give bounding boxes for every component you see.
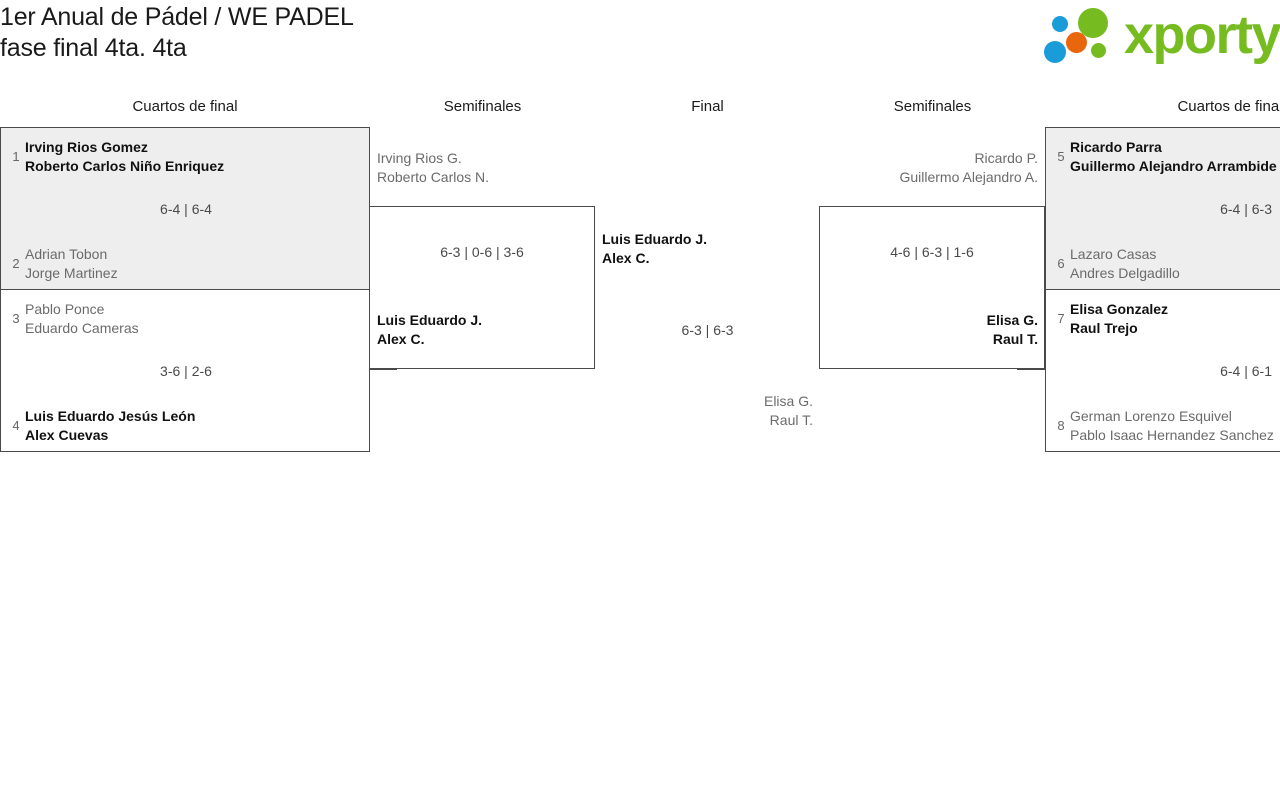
- team-names: Luis Eduardo Jesús León Alex Cuevas: [25, 407, 195, 445]
- match-quarterfinal-4[interactable]: 7 Elisa Gonzalez Raul Trejo 6-4 | 6-1 8 …: [1045, 289, 1280, 452]
- match-score: 3-6 | 2-6: [160, 363, 212, 379]
- round-header-quarterfinals-right: Cuartos de final: [1177, 98, 1280, 115]
- round-header-quarterfinals-left: Cuartos de final: [132, 98, 238, 115]
- player-name-2: Alex C.: [377, 331, 425, 347]
- match-score: 6-4 | 6-3: [1220, 201, 1272, 217]
- final-team-left[interactable]: Luis Eduardo J. Alex C.: [602, 230, 707, 268]
- player-name-1: German Lorenzo Esquivel: [1070, 408, 1232, 424]
- logo-dot-green-small: [1091, 43, 1106, 58]
- player-name-2: Guillermo Alejandro A.: [899, 169, 1038, 185]
- team-names: Ricardo Parra Guillermo Alejandro Arramb…: [1070, 138, 1277, 176]
- team-names: Adrian Tobon Jorge Martinez: [25, 245, 118, 283]
- player-name-2: Alex C.: [602, 250, 650, 266]
- team-slot-seed-6[interactable]: 6 Lazaro Casas Andres Delgadillo: [1052, 245, 1280, 283]
- seed-number: 8: [1057, 418, 1065, 433]
- match-score: 6-3 | 0-6 | 3-6: [440, 244, 524, 260]
- match-quarterfinal-1[interactable]: 1 Irving Rios Gomez Roberto Carlos Niño …: [0, 127, 370, 290]
- team-slot-seed-7[interactable]: 7 Elisa Gonzalez Raul Trejo: [1052, 300, 1280, 338]
- seed-number: 5: [1057, 149, 1065, 164]
- match-semifinal-right[interactable]: 4-6 | 6-3 | 1-6: [819, 206, 1045, 369]
- player-name-2: Raul T.: [769, 412, 813, 428]
- match-quarterfinal-3[interactable]: 5 Ricardo Parra Guillermo Alejandro Arra…: [1045, 127, 1280, 290]
- team-names: Elisa Gonzalez Raul Trejo: [1070, 300, 1168, 338]
- logo-dot-blue-large: [1044, 41, 1066, 63]
- player-name-2: Roberto Carlos Niño Enriquez: [25, 158, 225, 174]
- player-name-2: Jorge Martinez: [25, 265, 118, 281]
- player-name-1: Pablo Ponce: [25, 301, 105, 317]
- logo-dot-green-large: [1078, 8, 1108, 38]
- sf-left-team-top[interactable]: Irving Rios G. Roberto Carlos N.: [377, 149, 489, 187]
- connector-qf2-to-sf-left: [369, 369, 397, 370]
- player-name-2: Eduardo Cameras: [25, 320, 139, 336]
- team-names: German Lorenzo Esquivel Pablo Isaac Hern…: [1070, 407, 1274, 445]
- team-slot-seed-8[interactable]: 8 German Lorenzo Esquivel Pablo Isaac He…: [1052, 407, 1280, 445]
- seed-number: 4: [12, 418, 20, 433]
- final-team-right[interactable]: Elisa G. Raul T.: [595, 392, 813, 430]
- page-header: 1er Anual de Pádel / WE PADEL fase final…: [0, 0, 1280, 78]
- player-name-2: Raul T.: [992, 331, 1038, 347]
- seed-number: 1: [12, 149, 20, 164]
- player-name-1: Adrian Tobon: [25, 246, 108, 262]
- player-name-1: Elisa Gonzalez: [1070, 301, 1169, 317]
- round-header-final: Final: [691, 98, 724, 115]
- round-header-semifinals-right: Semifinales: [893, 98, 972, 115]
- connector-qf4-to-sf-right: [1017, 369, 1045, 370]
- player-name-2: Raul Trejo: [1070, 320, 1138, 336]
- player-name-1: Luis Eduardo Jesús León: [25, 408, 196, 424]
- player-name-1: Ricardo P.: [974, 150, 1038, 166]
- team-names: Pablo Ponce Eduardo Cameras: [25, 300, 139, 338]
- team-names: Irving Rios Gomez Roberto Carlos Niño En…: [25, 138, 224, 176]
- sf-left-team-bottom[interactable]: Luis Eduardo J. Alex C.: [377, 311, 482, 349]
- player-name-1: Luis Eduardo J.: [602, 231, 708, 247]
- logo-dot-orange: [1066, 32, 1087, 53]
- team-slot-seed-4[interactable]: 4 Luis Eduardo Jesús León Alex Cuevas: [7, 407, 365, 445]
- player-name-2: Pablo Isaac Hernandez Sanchez: [1070, 427, 1274, 443]
- team-names: Lazaro Casas Andres Delgadillo: [1070, 245, 1180, 283]
- sf-right-team-bottom[interactable]: Elisa G. Raul T.: [820, 311, 1038, 349]
- player-name-2: Andres Delgadillo: [1070, 265, 1180, 281]
- seed-number: 3: [12, 311, 20, 326]
- team-slot-seed-5[interactable]: 5 Ricardo Parra Guillermo Alejandro Arra…: [1052, 138, 1280, 176]
- player-name-1: Lazaro Casas: [1070, 246, 1157, 262]
- player-name-1: Ricardo Parra: [1070, 139, 1162, 155]
- team-slot-seed-2[interactable]: 2 Adrian Tobon Jorge Martinez: [7, 245, 365, 283]
- player-name-2: Alex Cuevas: [25, 427, 109, 443]
- team-slot-seed-3[interactable]: 3 Pablo Ponce Eduardo Cameras: [7, 300, 365, 338]
- logo-wordmark: xporty: [1124, 5, 1280, 65]
- page-title: 1er Anual de Pádel / WE PADEL fase final…: [0, 3, 354, 62]
- seed-number: 7: [1057, 311, 1065, 326]
- player-name-1: Luis Eduardo J.: [377, 312, 483, 328]
- xporty-logo[interactable]: xporty: [1040, 4, 1280, 70]
- final-score: 6-3 | 6-3: [681, 322, 734, 338]
- match-quarterfinal-2[interactable]: 3 Pablo Ponce Eduardo Cameras 3-6 | 2-6 …: [0, 289, 370, 452]
- logo-dot-blue-small: [1052, 16, 1068, 32]
- player-name-2: Roberto Carlos N.: [377, 169, 490, 185]
- match-score: 6-4 | 6-4: [160, 201, 212, 217]
- player-name-1: Elisa G.: [763, 393, 813, 409]
- player-name-1: Irving Rios G.: [377, 150, 462, 166]
- match-semifinal-left[interactable]: 6-3 | 0-6 | 3-6: [369, 206, 595, 369]
- team-slot-seed-1[interactable]: 1 Irving Rios Gomez Roberto Carlos Niño …: [7, 138, 365, 176]
- logo-dots-icon: [1044, 8, 1126, 68]
- player-name-2: Guillermo Alejandro Arrambide: [1070, 158, 1277, 174]
- seed-number: 6: [1057, 256, 1065, 271]
- match-score: 6-4 | 6-1: [1220, 363, 1272, 379]
- match-score: 4-6 | 6-3 | 1-6: [890, 244, 974, 260]
- round-header-semifinals-left: Semifinales: [443, 98, 522, 115]
- player-name-1: Irving Rios Gomez: [25, 139, 148, 155]
- seed-number: 2: [12, 256, 20, 271]
- sf-right-team-top[interactable]: Ricardo P. Guillermo Alejandro A.: [820, 149, 1038, 187]
- player-name-1: Elisa G.: [986, 312, 1038, 328]
